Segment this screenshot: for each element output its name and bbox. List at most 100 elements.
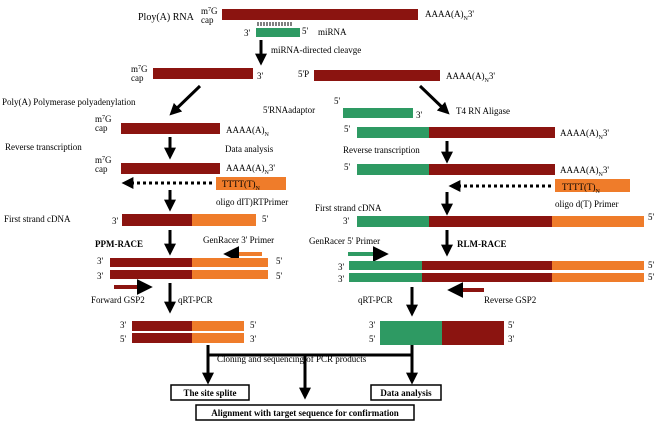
ppm-pcr2-5prime-left: 5' — [120, 334, 127, 344]
first-strand-left-label: First strand cDNA — [4, 214, 71, 224]
ppm-pcr1-primer-bot — [192, 270, 268, 279]
ppm-pcr1-rna-top — [110, 258, 192, 267]
rlm-pcr1-rna-bot — [422, 273, 552, 282]
alignment-label: Alignment with target sequence for confi… — [211, 408, 399, 418]
rna-adaptor — [343, 108, 413, 118]
cap-label: cap — [201, 15, 214, 25]
ppm-pcr2-primer-top — [192, 321, 244, 331]
rlm-pcr2-5prime-top: 5' — [508, 320, 515, 330]
rt-template-left — [121, 163, 220, 174]
rlm-pcr2-adaptor — [380, 321, 442, 345]
arrow-ligation — [418, 84, 450, 115]
cleavage-label: miRNA-directed cleavge — [271, 45, 361, 55]
rlm-pcr1-primer-top — [552, 261, 644, 270]
qrt-left-label: qRT-PCR — [178, 295, 213, 305]
genracer5-label: GenRacer 5' Primer — [309, 236, 380, 246]
ppm-pcr2-primer-bot — [192, 333, 244, 343]
left-5prime-fragment — [153, 68, 253, 79]
mirna-strand — [256, 28, 300, 37]
first-strand-left-rna-part — [122, 214, 192, 226]
first-strand-right-rna — [429, 216, 552, 227]
oligo-dt-primer-left-text: TTTT(T)N — [222, 179, 260, 192]
data-analysis-mid-label: Data analysis — [225, 144, 274, 154]
oligo-dt-primer-right — [555, 179, 630, 192]
first-strand-right-adaptor — [357, 216, 429, 227]
oligo-dt-primer-right-text: TTTT(T)N — [562, 182, 600, 195]
ppm-pcr2-rna-bot — [132, 333, 192, 343]
oligo-left-label: oligo dIT)RTPrimer — [216, 197, 288, 207]
ppm-pcr1-5prime-bot: 5' — [276, 271, 283, 281]
rlm-pcr1-adaptor-bot — [349, 273, 422, 282]
ppm-pcr1-5prime-top: 5' — [276, 256, 283, 266]
rlm-pcr2-5prime-left: 5' — [369, 334, 376, 344]
left-fragment-3prime: 3' — [257, 71, 264, 81]
ppm-pcr2-3prime-top: 3' — [120, 320, 127, 330]
rlm-pcr1-primer-bot — [552, 273, 644, 282]
m7g-label: m7G — [201, 6, 218, 16]
rlm-pcr1-3prime-top: 3' — [338, 262, 345, 272]
first-strand-left-3prime: 3' — [112, 216, 119, 226]
ppm-pcr1-3prime-top: 3' — [97, 256, 104, 266]
rlm-pcr2-3prime-bot: 3' — [508, 334, 515, 344]
mirna-pairing-ticks — [257, 22, 292, 26]
left-m7g: m7G — [131, 64, 148, 74]
oligo-right-label: oligo d(T) Primer — [555, 199, 619, 209]
rt-template-right-5prime: 5' — [344, 162, 351, 172]
adaptor-5prime: 5' — [334, 96, 341, 106]
site-splite-label: The site splite — [184, 388, 237, 398]
ppm-pcr2-rna-top — [132, 321, 192, 331]
rlm-pcr1-rna-top — [422, 261, 552, 270]
polyadenylated-tail: AAAA(A)N — [226, 125, 270, 138]
first-strand-left-primer-part — [192, 214, 256, 226]
rt-template-left-tail: AAAA(A)N3' — [226, 163, 275, 176]
qrt-right-label: qRT-PCR — [358, 295, 393, 305]
left-cap: cap — [131, 73, 144, 83]
first-strand-right-5prime: 5' — [648, 212, 655, 222]
ppm-race-label: PPM-RACE — [95, 239, 143, 249]
polyadenylated-rna — [121, 123, 220, 134]
cloning-label: Cloning and sequencing of PCR products — [217, 354, 367, 364]
rlm-pcr2-3prime-top: 3' — [369, 320, 376, 330]
ppm-pcr2-3prime-bot: 3' — [250, 334, 257, 344]
ligase-label: T4 RN Aligase — [456, 106, 510, 116]
first-strand-right-primer — [552, 216, 644, 227]
rlm-pcr1-5prime-top: 5' — [648, 260, 655, 270]
ppm-cap-1: cap — [95, 123, 108, 133]
right-fragment-polyA: AAAA(A)N3' — [446, 71, 495, 84]
alignment-box — [195, 404, 415, 421]
ppm-m7g-2: m7G — [95, 155, 112, 165]
data-analysis-box-label: Data analysis — [380, 388, 432, 398]
rt-template-right-tail: AAAA(A)N3' — [560, 165, 609, 178]
first-strand-right-label: First strand cDNA — [315, 203, 382, 213]
first-strand-right-3prime: 3' — [343, 216, 350, 226]
ppm-pcr1-rna-bot — [110, 270, 192, 279]
polyA-tail-top: AAAA(A)N3' — [425, 9, 474, 22]
arrow-to-polyadenylation — [169, 84, 202, 116]
rt-left-label: Reverse transcription — [5, 142, 82, 152]
adaptor-3prime: 3' — [416, 110, 423, 120]
rlm-pcr1-adaptor-top — [349, 261, 422, 270]
polyadenylation-label: Poly(A) Polymerase polyadenylation — [2, 97, 136, 107]
rlm-pcr1-3prime-bot: 3' — [338, 274, 345, 284]
adaptor-label: 5'RNAadaptor — [263, 105, 315, 115]
ppm-pcr2-5prime-top: 5' — [250, 320, 257, 330]
first-strand-left-5prime: 5' — [262, 214, 269, 224]
ligated-polyA: AAAA(A)N3' — [560, 128, 609, 141]
polyA-rna-strand — [222, 9, 418, 20]
ligated-rna-part — [429, 127, 555, 138]
right-5p: 5'P — [298, 69, 309, 79]
mirna-label: miRNA — [318, 27, 347, 37]
rlm-pcr1-5prime-bot: 5' — [648, 272, 655, 282]
reverse-gsp2-label: Reverse GSP2 — [484, 295, 536, 305]
rlm-race-label: RLM-RACE — [457, 239, 507, 249]
rt-right-label: Reverse transcription — [343, 145, 420, 155]
rt-template-right-adaptor — [357, 164, 429, 175]
rlm-pcr2-rna — [442, 321, 504, 345]
mirna-3prime: 3' — [244, 28, 251, 38]
ligated-adaptor-part — [357, 127, 429, 138]
mirna-5prime: 5' — [302, 26, 309, 36]
ppm-m7g-1: m7G — [95, 114, 112, 124]
forward-gsp2-label: Forward GSP2 — [91, 295, 145, 305]
data-analysis-box — [370, 384, 442, 401]
